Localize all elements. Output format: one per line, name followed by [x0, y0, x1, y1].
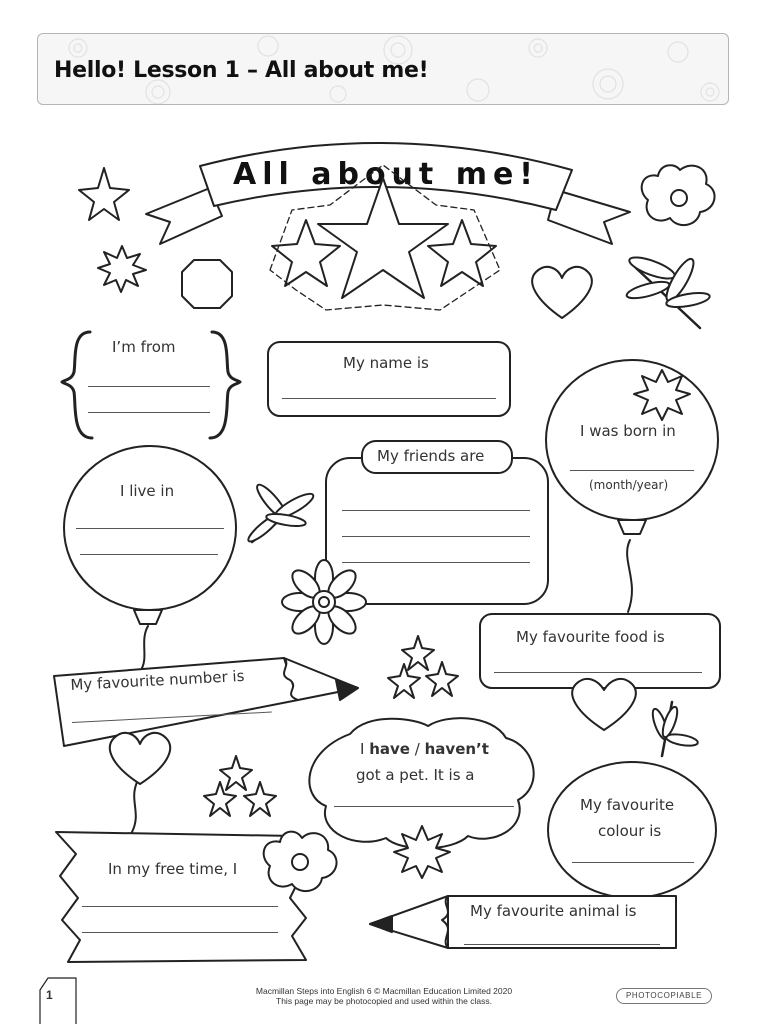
freetime-line-2[interactable]: [82, 932, 278, 933]
freetime-prompt: In my free time, I: [108, 860, 238, 878]
page-tab: [39, 977, 77, 1024]
born-balloon: [545, 359, 719, 613]
octagon-icon: [181, 259, 233, 309]
footer-credit-line-1: Macmillan Steps into English 6 © Macmill…: [255, 986, 513, 996]
star-icon: [427, 219, 497, 287]
pet-slash: /: [414, 740, 420, 758]
heart-icon: [531, 265, 593, 319]
born-prompt: I was born in: [580, 422, 676, 440]
banner-ribbon: All about me!: [145, 142, 631, 245]
friends-prompt: My friends are: [377, 447, 485, 465]
dragonfly-icon: [651, 700, 699, 758]
pet-prompt-line1: I have / haven’t: [360, 740, 489, 758]
dragonfly-icon: [625, 256, 711, 330]
pencil-shape: [53, 657, 359, 747]
food-line[interactable]: [494, 672, 702, 673]
name-box: [267, 341, 511, 417]
friends-line-3[interactable]: [342, 562, 530, 563]
animal-prompt: My favourite animal is: [470, 902, 637, 920]
footer-credit: Macmillan Steps into English 6 © Macmill…: [200, 986, 568, 1006]
colour-prompt-2: colour is: [598, 822, 662, 840]
stars-cluster-icon: [203, 755, 277, 817]
colour-line[interactable]: [572, 862, 694, 863]
live-balloon: [63, 445, 237, 669]
born-line[interactable]: [570, 470, 694, 471]
star-icon: [271, 219, 341, 287]
heart-icon: [571, 677, 637, 731]
big-star-icon: [317, 177, 449, 299]
star-icon: [78, 167, 130, 221]
friends-box: [325, 457, 549, 605]
right-brace-shape: [208, 330, 242, 440]
live-line-1[interactable]: [76, 528, 224, 529]
starburst-icon: [393, 825, 451, 879]
lesson-header: Hello! Lesson 1 – All about me!: [37, 33, 729, 105]
starburst-icon: [97, 245, 147, 293]
pencil-shape: [369, 895, 677, 949]
from-line-2[interactable]: [88, 412, 210, 413]
page-title: Hello! Lesson 1 – All about me!: [54, 58, 429, 83]
friends-label-tab: [361, 440, 513, 474]
live-line-2[interactable]: [80, 554, 218, 555]
pet-havent-option[interactable]: haven’t: [424, 740, 489, 758]
animal-line[interactable]: [464, 944, 660, 945]
heart-icon: [109, 731, 171, 785]
left-brace-shape: [60, 330, 94, 440]
live-prompt: I live in: [120, 482, 175, 500]
friends-line-1[interactable]: [342, 510, 530, 511]
photocopiable-badge: PHOTOCOPIABLE: [616, 988, 712, 1004]
pet-prompt-line2: got a pet. It is a: [356, 766, 475, 784]
food-box: [479, 613, 721, 689]
colour-prompt-1: My favourite: [580, 796, 675, 814]
born-hint: (month/year): [589, 478, 669, 492]
from-prompt: I’m from: [112, 338, 176, 356]
pet-line[interactable]: [334, 806, 514, 807]
stars-cluster-icon: [387, 635, 459, 699]
name-prompt: My name is: [343, 354, 429, 372]
header-swirl-pattern: [68, 35, 720, 104]
flower-icon: [640, 164, 716, 227]
flower-icon: [281, 559, 367, 645]
friends-line-2[interactable]: [342, 536, 530, 537]
page-number: 1: [46, 988, 53, 1002]
food-prompt: My favourite food is: [516, 628, 665, 646]
from-line-1[interactable]: [88, 386, 210, 387]
pet-cloud-box: [308, 717, 535, 850]
name-line[interactable]: [282, 398, 496, 399]
starburst-icon: [633, 369, 691, 421]
footer-credit-line-2: This page may be photocopied and used wi…: [276, 996, 492, 1006]
freetime-line-1[interactable]: [82, 906, 278, 907]
flower-icon: [262, 830, 338, 893]
pet-have-option[interactable]: have: [369, 740, 410, 758]
pet-prompt-i: I: [360, 740, 365, 758]
dragonfly-icon: [247, 483, 315, 544]
